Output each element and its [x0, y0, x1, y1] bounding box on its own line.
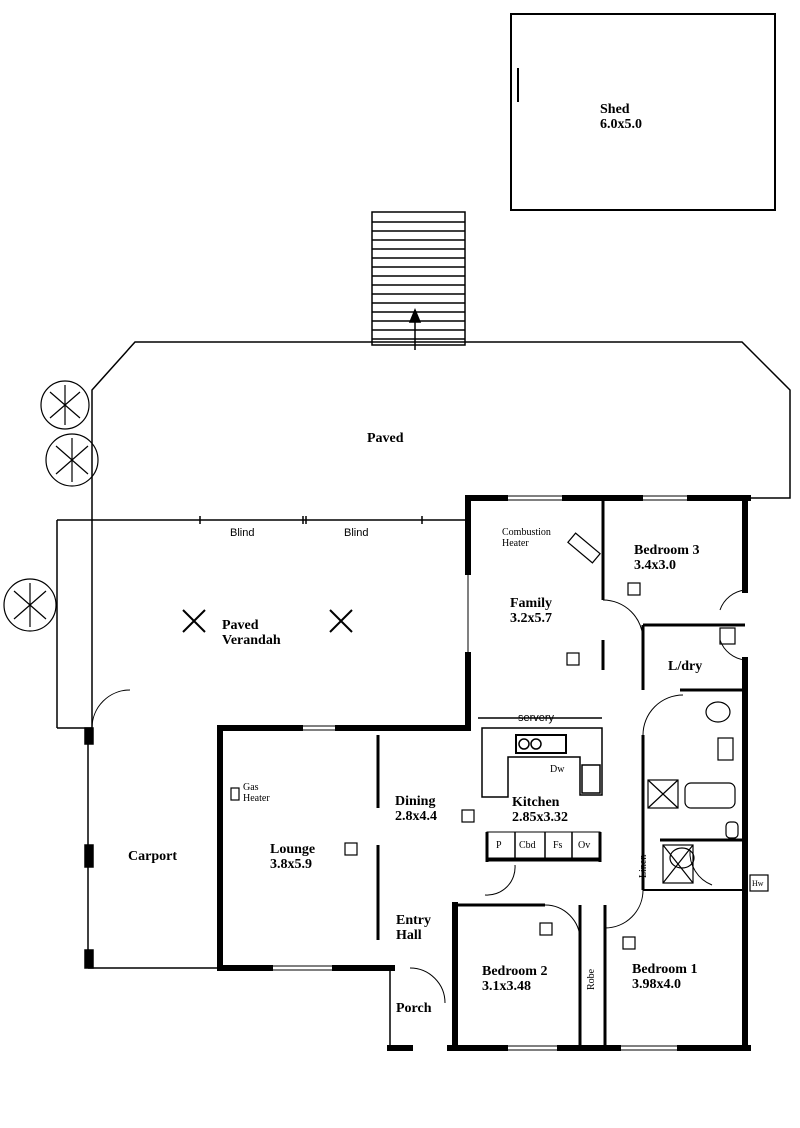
door-swings — [409, 589, 746, 1004]
trough-icon — [719, 627, 736, 645]
room-name: Bedroom 2 — [482, 964, 548, 979]
room-name: Hall — [396, 928, 422, 943]
ceiling-fan-icon — [329, 609, 353, 633]
dishwasher-label: Dw — [550, 764, 565, 775]
shed-outline — [510, 13, 776, 211]
toilet-icon — [705, 701, 731, 723]
shower-icon — [647, 779, 679, 809]
basin-icon — [717, 737, 734, 761]
laundry-label: L/dry — [668, 659, 703, 674]
basin-icon — [725, 821, 739, 839]
room-size: 6.0x5.0 — [600, 117, 642, 132]
pantry-label: P — [496, 840, 502, 851]
vent-icons — [344, 582, 641, 950]
blind-label: Blind — [230, 527, 255, 539]
room-name: Family — [510, 596, 552, 611]
room-name: Kitchen — [512, 795, 560, 810]
cooktop-icon — [581, 764, 601, 794]
linen-label: Linen — [638, 854, 649, 878]
hot-water-label: Hw — [752, 879, 764, 888]
servery-label: servery — [518, 712, 555, 724]
tree-icon — [45, 433, 99, 487]
label-line: Heater — [502, 538, 529, 549]
room-size: 3.4x3.0 — [634, 558, 676, 573]
bathroom-fixtures — [230, 532, 769, 892]
room-size: 3.1x3.48 — [482, 979, 531, 994]
combustion-heater-icon — [567, 532, 601, 564]
paved-label: Paved — [367, 431, 404, 446]
bath-icon — [684, 782, 736, 809]
carport-label: Carport — [128, 849, 177, 864]
fridge-label: Fs — [553, 840, 563, 851]
room-name: Shed — [600, 102, 630, 117]
oven-label: Ov — [578, 840, 591, 851]
robe-label: Robe — [586, 968, 597, 990]
cupboard-label: Cbd — [519, 840, 536, 851]
porch-label: Porch — [396, 1001, 432, 1016]
kitchen-fixtures — [478, 717, 603, 862]
room-name: Paved — [222, 618, 259, 633]
label-line: Gas — [243, 782, 259, 793]
room-size: 3.2x5.7 — [510, 611, 552, 626]
toilet-icon — [669, 847, 695, 869]
label-line: Heater — [243, 793, 270, 804]
room-name: Lounge — [270, 842, 316, 857]
windows — [270, 495, 690, 1051]
tree-icon — [3, 578, 57, 632]
room-name: Dining — [395, 794, 436, 809]
arrow-up-icon — [408, 308, 422, 323]
room-size: 3.8x5.9 — [270, 857, 312, 872]
ceiling-fan-icon — [182, 609, 206, 633]
room-name: Entry — [396, 913, 431, 928]
gas-heater-icon — [230, 787, 240, 801]
room-name: Bedroom 1 — [632, 962, 698, 977]
blind-label: Blind — [344, 527, 369, 539]
room-name: Verandah — [222, 633, 281, 648]
tree-icon — [40, 380, 90, 430]
paved-outline — [91, 341, 791, 520]
carport-outline — [84, 689, 220, 969]
label-line: Combustion — [502, 527, 551, 538]
steps — [371, 211, 466, 350]
room-size: 2.85x3.32 — [512, 810, 568, 825]
shower-icon — [662, 844, 694, 884]
interior-walls — [376, 498, 745, 1048]
room-size: 3.98x4.0 — [632, 977, 681, 992]
room-name: Bedroom 3 — [634, 543, 700, 558]
room-size: 2.8x4.4 — [395, 809, 437, 824]
hot-water-unit — [749, 874, 769, 892]
